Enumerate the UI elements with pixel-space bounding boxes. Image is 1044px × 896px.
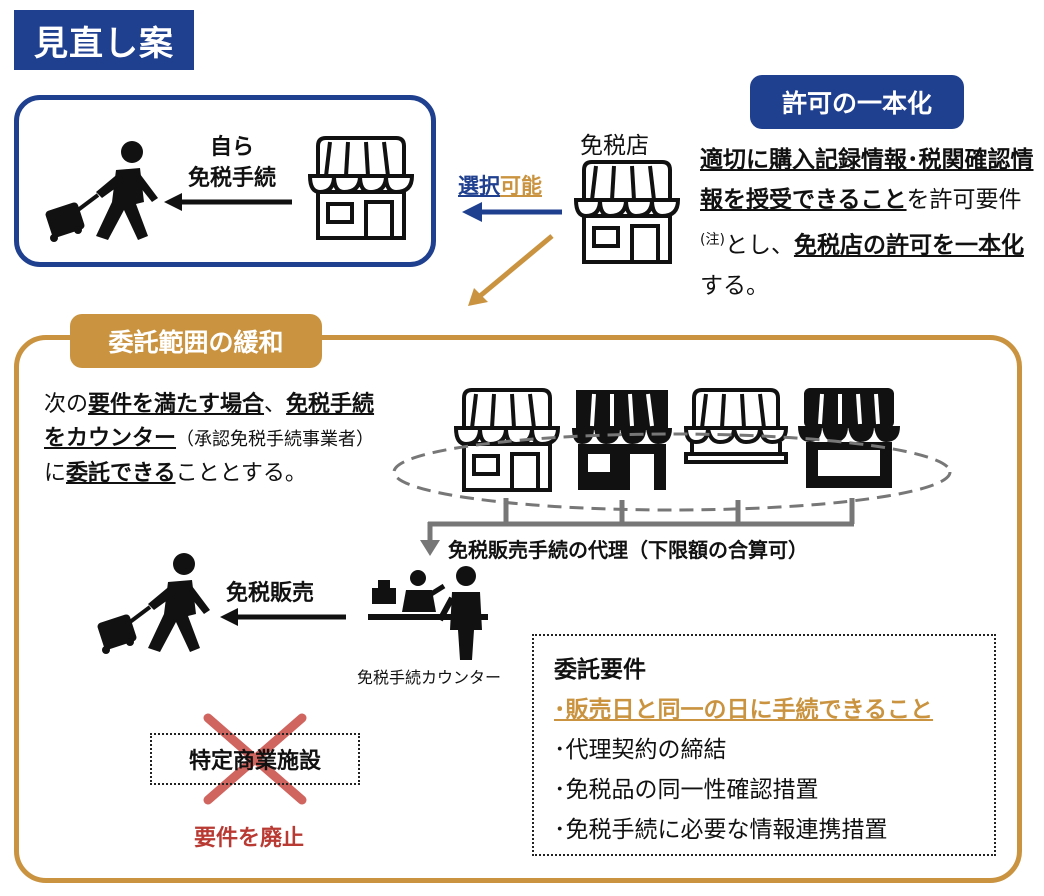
shop-icon-2 <box>572 390 672 490</box>
self-procedure-panel <box>14 95 436 267</box>
permit-description: 適切に購入記録情報･税関確認情報を授受できることを許可要件(注)とし、免税店の許… <box>700 147 1034 299</box>
permit-unification-badge: 許可の一本化 <box>750 75 964 129</box>
proxy-procedure-label: 免税販売手続の代理（下限額の合算可） <box>448 538 808 562</box>
counter-icon <box>368 566 488 660</box>
tax-free-shop-icon <box>574 160 680 264</box>
shop-group-ellipse <box>392 432 952 512</box>
delegation-relaxation-badge: 委託範囲の緩和 <box>70 314 322 368</box>
requirement-item: ･免税品の同一性確認措置 <box>554 777 819 803</box>
delegation-panel <box>14 335 1022 883</box>
requirement-item: ･販売日と同一の日に手続できること <box>554 697 934 723</box>
requirements-title: 委託要件 <box>554 657 646 683</box>
traveler-icon-2 <box>94 551 212 656</box>
proxy-connector <box>427 498 855 542</box>
self-procedure-label: 自ら 免税手続 <box>187 135 276 191</box>
shop-icon-3 <box>683 388 789 464</box>
delegation-description: 次の要件を満たす場合、免税手続をカウンター（承認免税手続事業者）に委託できること… <box>44 392 375 486</box>
shop-icon-4 <box>798 388 900 488</box>
page-title: 見直し案 <box>14 10 194 70</box>
delegation-arrow <box>478 234 554 298</box>
specified-commercial-facility-box: 特定商業施設 <box>150 733 360 785</box>
delegation-requirements-box: 委託要件 ･販売日と同一の日に手続できること ･代理契約の締結 ･免税品の同一性… <box>532 634 996 856</box>
traveler-icon <box>42 139 161 244</box>
counter-caption: 免税手続カウンター <box>357 668 502 687</box>
shop-icon <box>308 136 414 240</box>
requirement-item: ･免税手続に必要な情報連携措置 <box>554 817 888 843</box>
selectable-label: 選択可能 <box>458 174 542 198</box>
abolish-requirement-label: 要件を廃止 <box>194 826 305 851</box>
tax-free-sales-label: 免税販売 <box>226 581 315 606</box>
abolish-cross-icon <box>203 713 307 805</box>
requirement-item: ･代理契約の締結 <box>554 737 727 763</box>
tax-free-shop-caption: 免税店 <box>580 133 649 159</box>
